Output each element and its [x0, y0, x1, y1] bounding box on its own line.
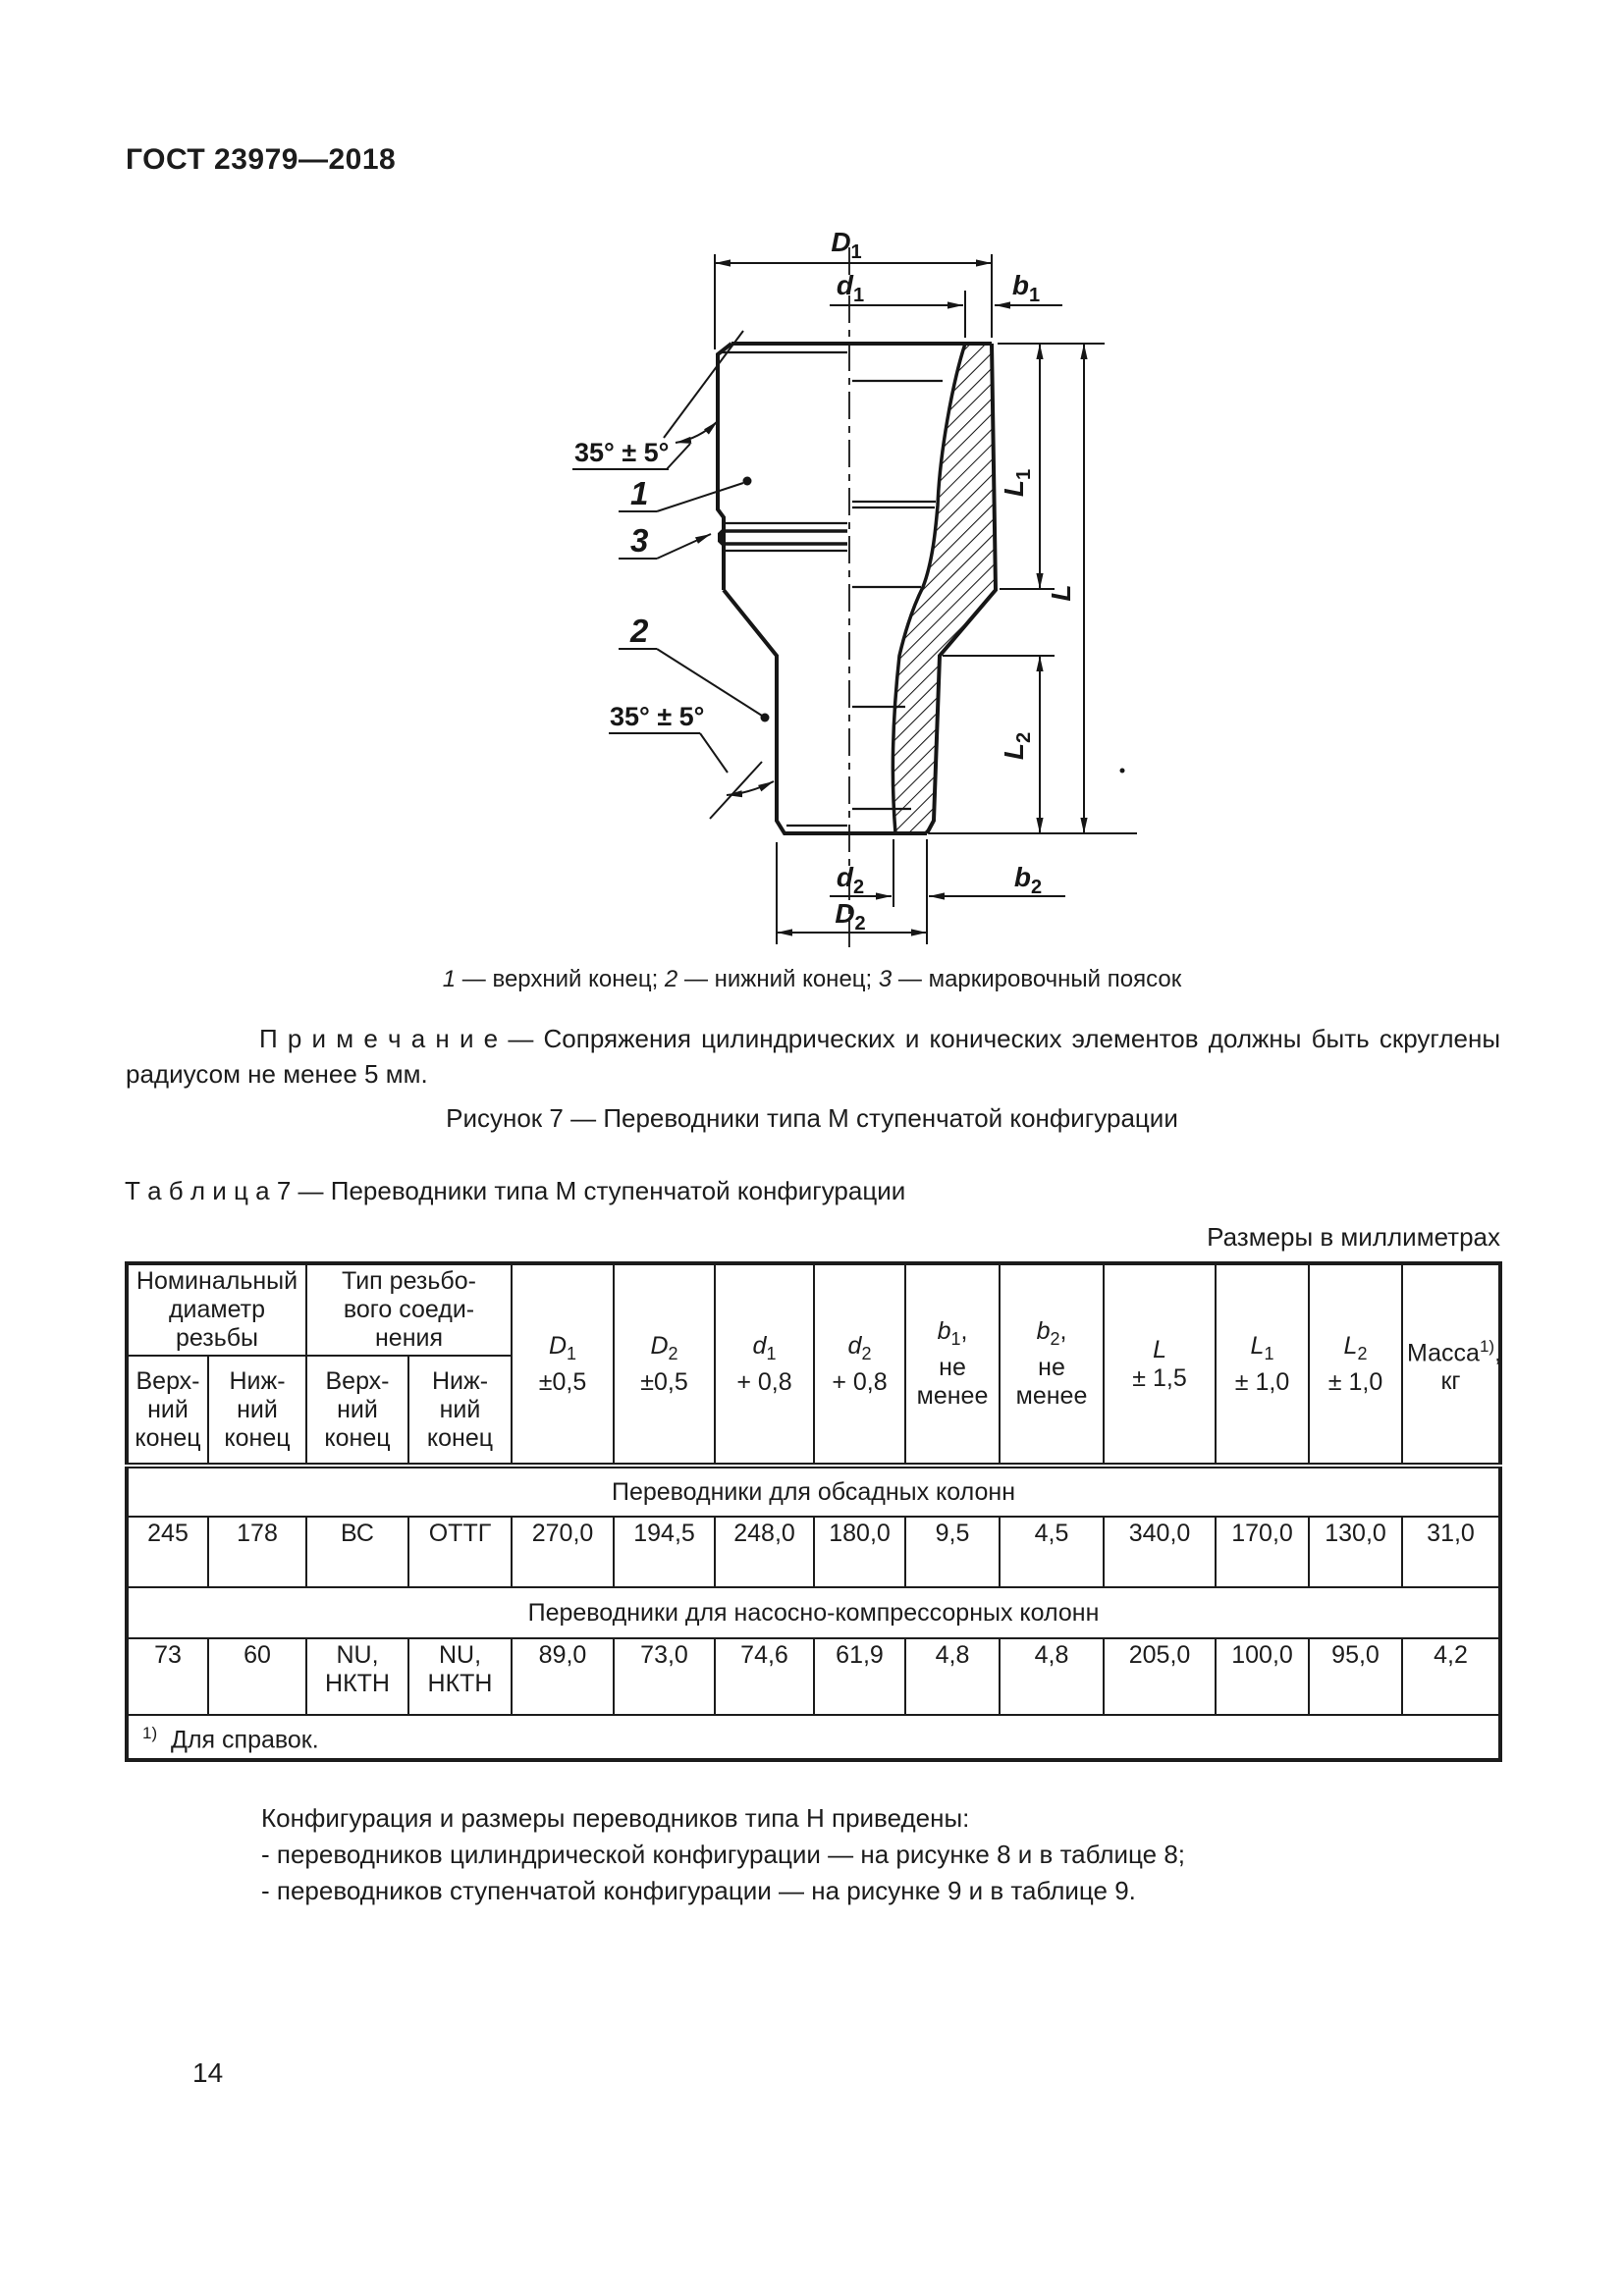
col-group-thread-type: Тип резьбо- вого соеди- нения [304, 1262, 514, 1357]
col-head-L2: L2± 1,0 [1308, 1262, 1404, 1468]
caption-num-2: 2 [664, 966, 678, 992]
dimension-lines [572, 254, 1137, 944]
cell: 4,8 [999, 1637, 1106, 1716]
cell: 194,5 [613, 1516, 717, 1588]
cell: ОТТГ [406, 1516, 514, 1588]
cell: 170,0 [1215, 1516, 1311, 1588]
cell: 73,0 [613, 1637, 717, 1716]
cell: 95,0 [1308, 1637, 1404, 1716]
col-head-lower-end-2: Ниж- ний конец [406, 1355, 514, 1468]
table-row: 245 178 ВС ОТТГ 270,0 194,5 248,0 180,0 … [126, 1516, 1502, 1588]
callout-2: 2 [629, 613, 649, 649]
standard-code: ГОСТ 23979—2018 [126, 143, 397, 176]
closing-paragraph: Конфигурация и размеры переводников типа… [126, 1800, 1500, 1909]
page-number: 14 [192, 2057, 224, 2088]
cell: 4,2 [1401, 1637, 1502, 1716]
angle-label-top: 35° ± 5° [574, 438, 669, 467]
cell: 130,0 [1308, 1516, 1404, 1588]
col-head-L: L± 1,5 [1103, 1262, 1218, 1468]
cell: 4,5 [999, 1516, 1106, 1588]
part-outline [716, 342, 999, 835]
col-head-L1: L1± 1,0 [1215, 1262, 1311, 1468]
section-row-tubing: Переводники для насосно-компрессорных ко… [125, 1586, 1502, 1639]
cell: 248,0 [714, 1516, 816, 1588]
cell: NU, НКТН [406, 1637, 514, 1716]
figure-note: П р и м е ч а н и е — Сопряжения цилиндр… [126, 1021, 1500, 1092]
table-row: 73 60 NU, НКТН NU, НКТН 89,0 73,0 74,6 6… [126, 1637, 1502, 1716]
angle-label-bottom: 35° ± 5° [610, 702, 704, 731]
table-footnote: 1) Для справок. [125, 1714, 1502, 1761]
figure-caption: 1 — верхний конец; 2 — нижний конец; 3 —… [0, 966, 1624, 993]
callout-3: 3 [630, 522, 648, 559]
dim-label-L1: L1 [999, 469, 1035, 497]
col-head-lower-end-1: Ниж- ний конец [207, 1355, 307, 1468]
caption-text-3: — маркировочный поясок [892, 966, 1182, 992]
leader-dot-1 [742, 476, 752, 486]
cell: ВС [305, 1516, 409, 1588]
caption-num-3: 3 [878, 966, 893, 992]
cell: 100,0 [1215, 1637, 1311, 1716]
cell: 205,0 [1103, 1637, 1218, 1716]
note-label: П р и м е ч а н и е [259, 1024, 499, 1053]
dim-label-d1: d1 [837, 270, 864, 306]
cell: 245 [126, 1516, 209, 1588]
dim-label-D2: D2 [835, 898, 865, 934]
col-head-b2: b2,не менее [999, 1262, 1106, 1468]
note-text: — Сопряжения цилиндрических и конических… [126, 1024, 1501, 1089]
bore-lines [852, 379, 943, 811]
table-7: Номинальный диаметр резьбы Тип резьбо- в… [125, 1261, 1503, 1762]
col-head-b1: b1,не менее [904, 1262, 1001, 1468]
callout-1: 1 [630, 475, 648, 511]
cell: 73 [126, 1637, 209, 1716]
paragraph-line: - переводников цилиндрической конфигурац… [261, 1840, 1186, 1869]
caption-text-1: — верхний конец; [456, 966, 665, 992]
cell: 178 [207, 1516, 307, 1588]
paragraph-line: Конфигурация и размеры переводников типа… [261, 1803, 970, 1833]
cell: NU, НКТН [305, 1637, 409, 1716]
dim-label-b2: b2 [1014, 862, 1042, 898]
cell: 89,0 [511, 1637, 616, 1716]
col-head-d2: d2+ 0,8 [813, 1262, 907, 1468]
dim-label-L2: L2 [999, 732, 1035, 760]
section-hatch [893, 344, 996, 833]
table-7-block: Т а б л и ц а 7 — Переводники типа М сту… [125, 1176, 1503, 1762]
col-head-D2: D2±0,5 [613, 1262, 717, 1468]
col-head-D1: D1±0,5 [511, 1262, 616, 1468]
section-row-casing: Переводники для обсадных колонн [125, 1465, 1502, 1518]
paragraph-line: - переводников ступенчатой конфигурации … [261, 1876, 1136, 1905]
cell: 31,0 [1401, 1516, 1502, 1588]
dim-label-d2: d2 [837, 862, 864, 898]
col-head-upper-end-1: Верх- ний конец [126, 1355, 209, 1468]
caption-num-1: 1 [442, 966, 457, 992]
figure-7-drawing: D1 d1 b1 L1 L L2 d2 b2 D2 35° ± 5° 35° ±… [572, 227, 1137, 947]
figure-label: Рисунок 7 — Переводники типа М ступенчат… [446, 1103, 1178, 1133]
col-group-diameter: Номинальный диаметр резьбы [126, 1262, 307, 1357]
table-title: Т а б л и ц а 7 — Переводники типа М сту… [125, 1176, 906, 1205]
thread-lines [720, 350, 847, 828]
bore-inner-edge [891, 343, 967, 834]
cell: 4,8 [904, 1637, 1001, 1716]
marking-band-lines [724, 529, 847, 546]
col-head-upper-end-2: Верх- ний конец [305, 1355, 409, 1468]
caption-text-2: — нижний конец; [677, 966, 879, 992]
dim-label-L: L [1046, 584, 1076, 601]
col-head-mass: Масса1),кг [1401, 1262, 1502, 1468]
cell: 340,0 [1103, 1516, 1218, 1588]
leader-dot-2 [760, 713, 770, 722]
cell: 180,0 [813, 1516, 907, 1588]
cell: 9,5 [904, 1516, 1001, 1588]
stray-dot [1119, 768, 1125, 774]
cell: 74,6 [714, 1637, 816, 1716]
col-head-d1: d1+ 0,8 [714, 1262, 816, 1468]
cell: 61,9 [813, 1637, 907, 1716]
dim-label-b1: b1 [1012, 270, 1040, 306]
cell: 270,0 [511, 1516, 616, 1588]
dim-label-D1: D1 [831, 227, 861, 263]
table-units: Размеры в миллиметрах [1207, 1222, 1500, 1252]
cell: 60 [207, 1637, 307, 1716]
